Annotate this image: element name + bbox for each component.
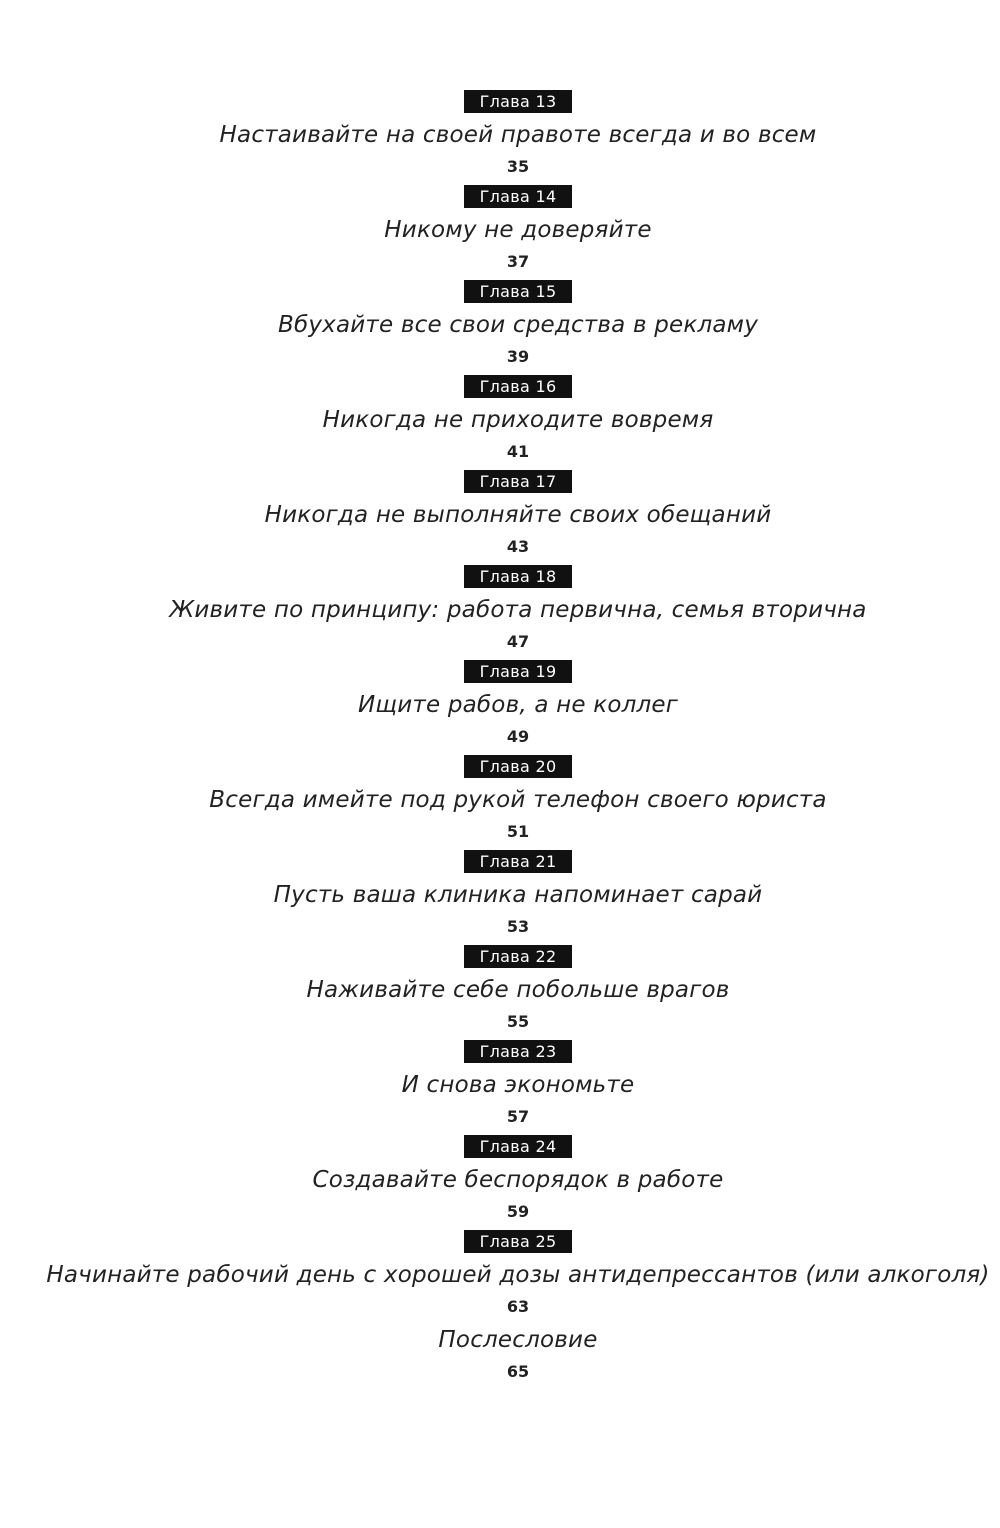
chapter-badge: Глава 25 xyxy=(463,1230,573,1253)
chapter-badge-row: Глава 25 xyxy=(36,1230,1000,1253)
toc-entry: Глава 13 Настаивайте на своей правоте вс… xyxy=(36,90,1000,177)
chapter-badge: Глава 14 xyxy=(463,185,573,208)
toc-entry: Послесловие 65 xyxy=(36,1325,1000,1382)
chapter-page-number: 63 xyxy=(506,1297,530,1316)
chapter-badge-row: Глава 14 xyxy=(36,185,1000,208)
chapter-badge: Глава 22 xyxy=(463,945,573,968)
chapter-title: Всегда имейте под рукой телефон своего ю… xyxy=(209,787,827,813)
chapter-badge-row: Глава 19 xyxy=(36,660,1000,683)
chapter-badge: Глава 18 xyxy=(463,565,573,588)
chapter-badge: Глава 16 xyxy=(463,375,573,398)
chapter-badge: Глава 23 xyxy=(463,1040,573,1063)
chapter-title: Никогда не выполняйте своих обещаний xyxy=(264,502,772,528)
toc-entry: Глава 25 Начинайте рабочий день с хороше… xyxy=(36,1230,1000,1317)
chapter-page-number: 41 xyxy=(506,442,530,461)
toc-entry: Глава 16 Никогда не приходите вовремя 41 xyxy=(36,375,1000,462)
chapter-page-number: 57 xyxy=(506,1107,530,1126)
toc-entry: Глава 18 Живите по принципу: работа перв… xyxy=(36,565,1000,652)
chapter-badge-row: Глава 24 xyxy=(36,1135,1000,1158)
chapter-title: Вбухайте все свои средства в рекламу xyxy=(277,312,759,338)
chapter-title: Никогда не приходите вовремя xyxy=(322,407,714,433)
toc-entry: Глава 24 Создавайте беспорядок в работе … xyxy=(36,1135,1000,1222)
chapter-title: Создавайте беспорядок в работе xyxy=(312,1167,724,1193)
chapter-badge: Глава 13 xyxy=(463,90,573,113)
chapter-page-number: 39 xyxy=(506,347,530,366)
chapter-title: И снова экономьте xyxy=(401,1072,635,1098)
toc-entry: Глава 21 Пусть ваша клиника напоминает с… xyxy=(36,850,1000,937)
chapter-title: Ищите рабов, а не коллег xyxy=(357,692,679,718)
chapter-badge: Глава 21 xyxy=(463,850,573,873)
toc-entry: Глава 23 И снова экономьте 57 xyxy=(36,1040,1000,1127)
chapter-title: Послесловие xyxy=(438,1327,598,1353)
chapter-title: Начинайте рабочий день с хорошей дозы ан… xyxy=(46,1262,990,1288)
chapter-page-number: 59 xyxy=(506,1202,530,1221)
chapter-badge-row: Глава 20 xyxy=(36,755,1000,778)
chapter-badge-row: Глава 18 xyxy=(36,565,1000,588)
chapter-page-number: 53 xyxy=(506,917,530,936)
chapter-page-number: 37 xyxy=(506,252,530,271)
chapter-title: Пусть ваша клиника напоминает сарай xyxy=(273,882,763,908)
chapter-badge: Глава 19 xyxy=(463,660,573,683)
chapter-badge-row: Глава 21 xyxy=(36,850,1000,873)
chapter-title: Настаивайте на своей правоте всегда и во… xyxy=(219,122,817,148)
toc-entry: Глава 22 Наживайте себе побольше врагов … xyxy=(36,945,1000,1032)
chapter-page-number: 65 xyxy=(506,1362,530,1381)
chapter-badge-row: Глава 13 xyxy=(36,90,1000,113)
chapter-badge: Глава 15 xyxy=(463,280,573,303)
toc-entry: Глава 19 Ищите рабов, а не коллег 49 xyxy=(36,660,1000,747)
chapter-page-number: 51 xyxy=(506,822,530,841)
chapter-page-number: 49 xyxy=(506,727,530,746)
chapter-title: Никому не доверяйте xyxy=(384,217,652,243)
toc-entry: Глава 14 Никому не доверяйте 37 xyxy=(36,185,1000,272)
chapter-badge-row: Глава 17 xyxy=(36,470,1000,493)
chapter-page-number: 43 xyxy=(506,537,530,556)
chapter-title: Живите по принципу: работа первична, сем… xyxy=(169,597,867,623)
chapter-page-number: 55 xyxy=(506,1012,530,1031)
toc-entry: Глава 20 Всегда имейте под рукой телефон… xyxy=(36,755,1000,842)
chapter-badge-row: Глава 23 xyxy=(36,1040,1000,1063)
chapter-page-number: 35 xyxy=(506,157,530,176)
chapter-badge-row: Глава 16 xyxy=(36,375,1000,398)
toc-entry: Глава 15 Вбухайте все свои средства в ре… xyxy=(36,280,1000,367)
chapter-badge-row: Глава 15 xyxy=(36,280,1000,303)
chapter-title: Наживайте себе побольше врагов xyxy=(306,977,730,1003)
chapter-badge-row: Глава 22 xyxy=(36,945,1000,968)
chapter-badge: Глава 20 xyxy=(463,755,573,778)
chapter-page-number: 47 xyxy=(506,632,530,651)
toc-entry: Глава 17 Никогда не выполняйте своих обе… xyxy=(36,470,1000,557)
chapter-badge: Глава 17 xyxy=(463,470,573,493)
toc-list: Глава 13 Настаивайте на своей правоте вс… xyxy=(36,90,1000,1382)
chapter-badge: Глава 24 xyxy=(463,1135,573,1158)
